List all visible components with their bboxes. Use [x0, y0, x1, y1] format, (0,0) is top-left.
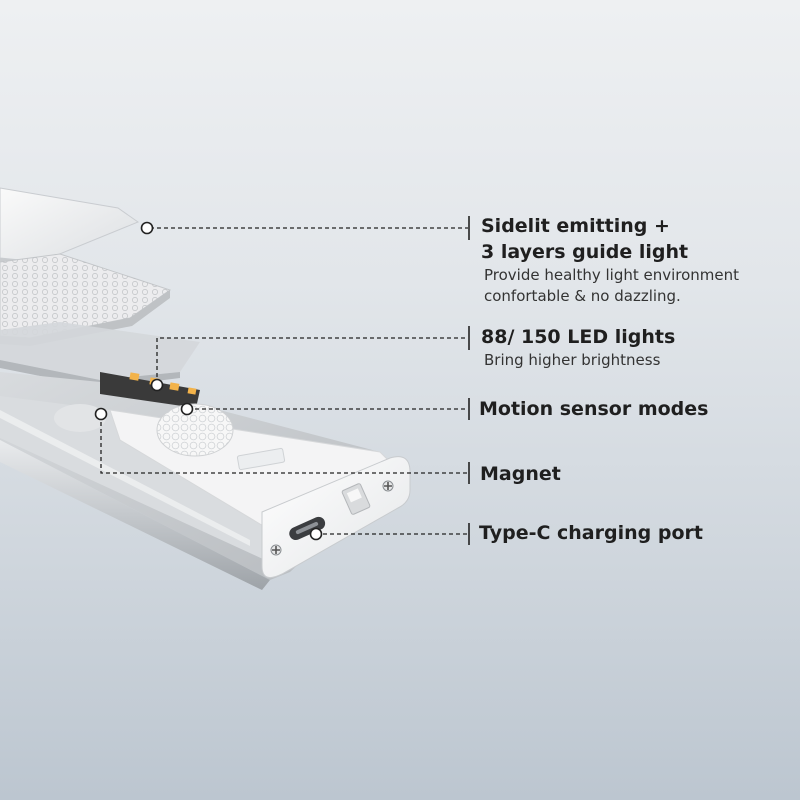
- feature-desc-line: Bring higher brightness: [484, 351, 661, 369]
- mode-switch-icon: [341, 483, 371, 515]
- screw-icon: [382, 480, 394, 492]
- feature-type-c-port: Type-C charging port: [479, 520, 703, 546]
- diffuser-layer: [0, 253, 172, 346]
- leader-line-magnet: [100, 415, 468, 474]
- led-chip: [187, 387, 197, 395]
- feature-sidelit: Sidelit emitting + 3 layers guide light …: [481, 213, 739, 307]
- led-chip: [169, 382, 180, 391]
- feature-title-line: Magnet: [480, 463, 561, 485]
- end-cap: [261, 456, 411, 579]
- marker-dot: [309, 527, 323, 541]
- feature-desc-line: confortable & no dazzling.: [484, 287, 681, 305]
- leader-lines: [100, 227, 468, 535]
- feature-title-line: Sidelit emitting +: [481, 215, 670, 237]
- feature-title-line: Motion sensor modes: [479, 398, 709, 420]
- pir-sensor-lens-icon: [156, 403, 234, 457]
- usb-c-port-icon: [289, 516, 326, 541]
- feature-magnet: Magnet: [480, 461, 561, 487]
- feature-title-line: Type-C charging port: [479, 522, 703, 544]
- leader-line-led: [156, 337, 468, 384]
- marker-dot: [140, 221, 154, 235]
- marker-dot: [150, 378, 164, 392]
- feature-led-lights: 88/ 150 LED lights Bring higher brightne…: [481, 324, 675, 371]
- feature-desc-line: Provide healthy light environment: [484, 266, 740, 284]
- feature-motion-sensor: Motion sensor modes: [479, 396, 708, 422]
- marker-dots: [94, 221, 323, 541]
- feature-title-line: 3 layers guide light: [481, 241, 689, 263]
- marker-dot: [94, 407, 108, 421]
- screw-icon: [270, 544, 282, 556]
- marker-dot: [180, 402, 194, 416]
- magnet-slot: [236, 447, 286, 471]
- feature-title-line: 88/ 150 LED lights: [481, 326, 676, 348]
- led-chip: [129, 372, 140, 381]
